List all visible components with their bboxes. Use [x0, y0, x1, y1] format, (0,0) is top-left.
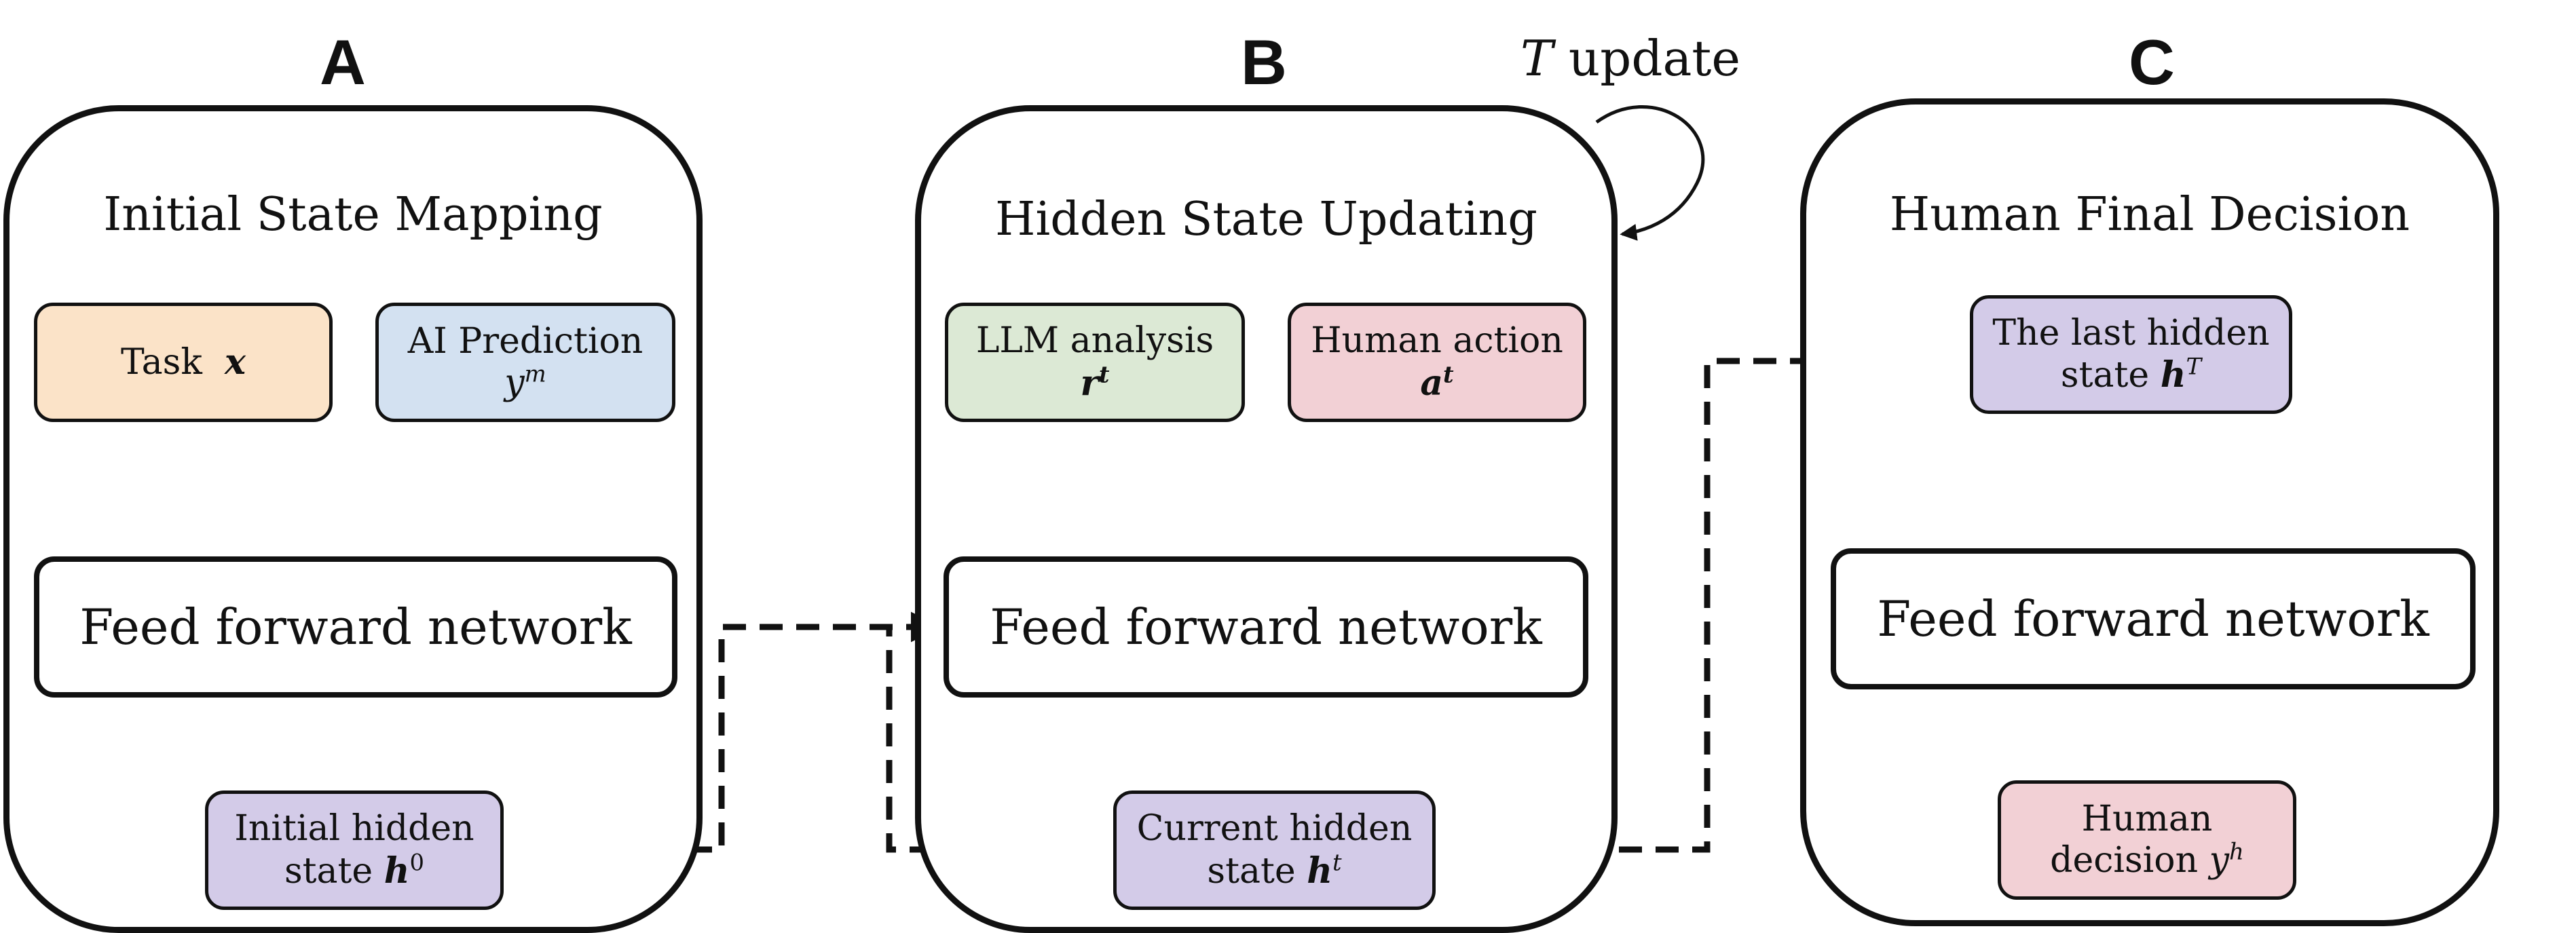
human-action-sup: t [1443, 360, 1454, 387]
initial-hidden-state-box: Initial hidden state h0 [205, 791, 504, 910]
initial-hidden-line2: state [284, 850, 373, 892]
human-action-symbol: a [1420, 362, 1444, 404]
human-decision-sup: h [2229, 838, 2244, 865]
ai-prediction-label: AI Prediction [407, 320, 643, 362]
t-update-label: T update [1520, 34, 1740, 83]
initial-hidden-sup: 0 [409, 848, 425, 875]
human-decision-symbol: y [2209, 840, 2230, 881]
ai-prediction-sup: m [524, 360, 546, 387]
last-hidden-state-box: The last hidden state hT [1970, 295, 2292, 414]
human-action-input-box: Human action at [1288, 303, 1586, 422]
last-hidden-line2: state [2060, 355, 2150, 396]
human-decision-line1: Human [2081, 798, 2213, 839]
panel-b-title: Hidden State Updating [995, 193, 1537, 246]
initial-hidden-symbol: h [384, 850, 410, 892]
last-hidden-line1: The last hidden [1992, 312, 2270, 354]
human-action-label: Human action [1311, 320, 1563, 362]
current-hidden-symbol: h [1307, 850, 1332, 892]
t-update-loop-arrow [1595, 105, 1705, 241]
last-hidden-symbol: h [2160, 354, 2186, 396]
panel-a-letter: A [320, 26, 366, 98]
ai-prediction-input-box: AI Prediction ym [375, 303, 675, 422]
t-update-symbol: T [1520, 30, 1554, 87]
ai-prediction-symbol: y [504, 362, 525, 403]
panel-c-letter: C [2129, 26, 2175, 98]
human-decision-line2: decision [2050, 840, 2199, 881]
current-hidden-state-box: Current hidden state ht [1113, 791, 1436, 910]
llm-analysis-input-box: LLM analysis rt [945, 303, 1245, 422]
current-hidden-line2: state [1207, 850, 1296, 892]
panel-b-ffn-label: Feed forward network [990, 598, 1542, 655]
panel-a-title: Initial State Mapping [103, 188, 603, 242]
t-update-text: update [1568, 30, 1740, 87]
human-decision-box: Human decision yh [1998, 780, 2296, 900]
panel-b-ffn-box: Feed forward network [944, 556, 1588, 698]
llm-analysis-sup: t [1098, 360, 1110, 387]
task-label: Task [121, 341, 202, 383]
panel-c-ffn-box: Feed forward network [1831, 548, 2476, 689]
task-symbol: x [224, 341, 246, 383]
panel-b-letter: B [1241, 26, 1287, 98]
panel-c-ffn-label: Feed forward network [1877, 590, 2429, 647]
panel-a-ffn-label: Feed forward network [79, 598, 632, 655]
current-hidden-line1: Current hidden [1136, 808, 1413, 850]
initial-hidden-line1: Initial hidden [234, 808, 474, 850]
last-hidden-sup: T [2186, 353, 2202, 380]
panel-c-title: Human Final Decision [1889, 188, 2410, 242]
llm-analysis-symbol: r [1080, 362, 1099, 404]
current-hidden-sup: t [1332, 848, 1342, 875]
llm-analysis-label: LLM analysis [975, 320, 1214, 362]
task-input-box: Task x [34, 303, 333, 422]
panel-a-ffn-box: Feed forward network [34, 556, 677, 698]
